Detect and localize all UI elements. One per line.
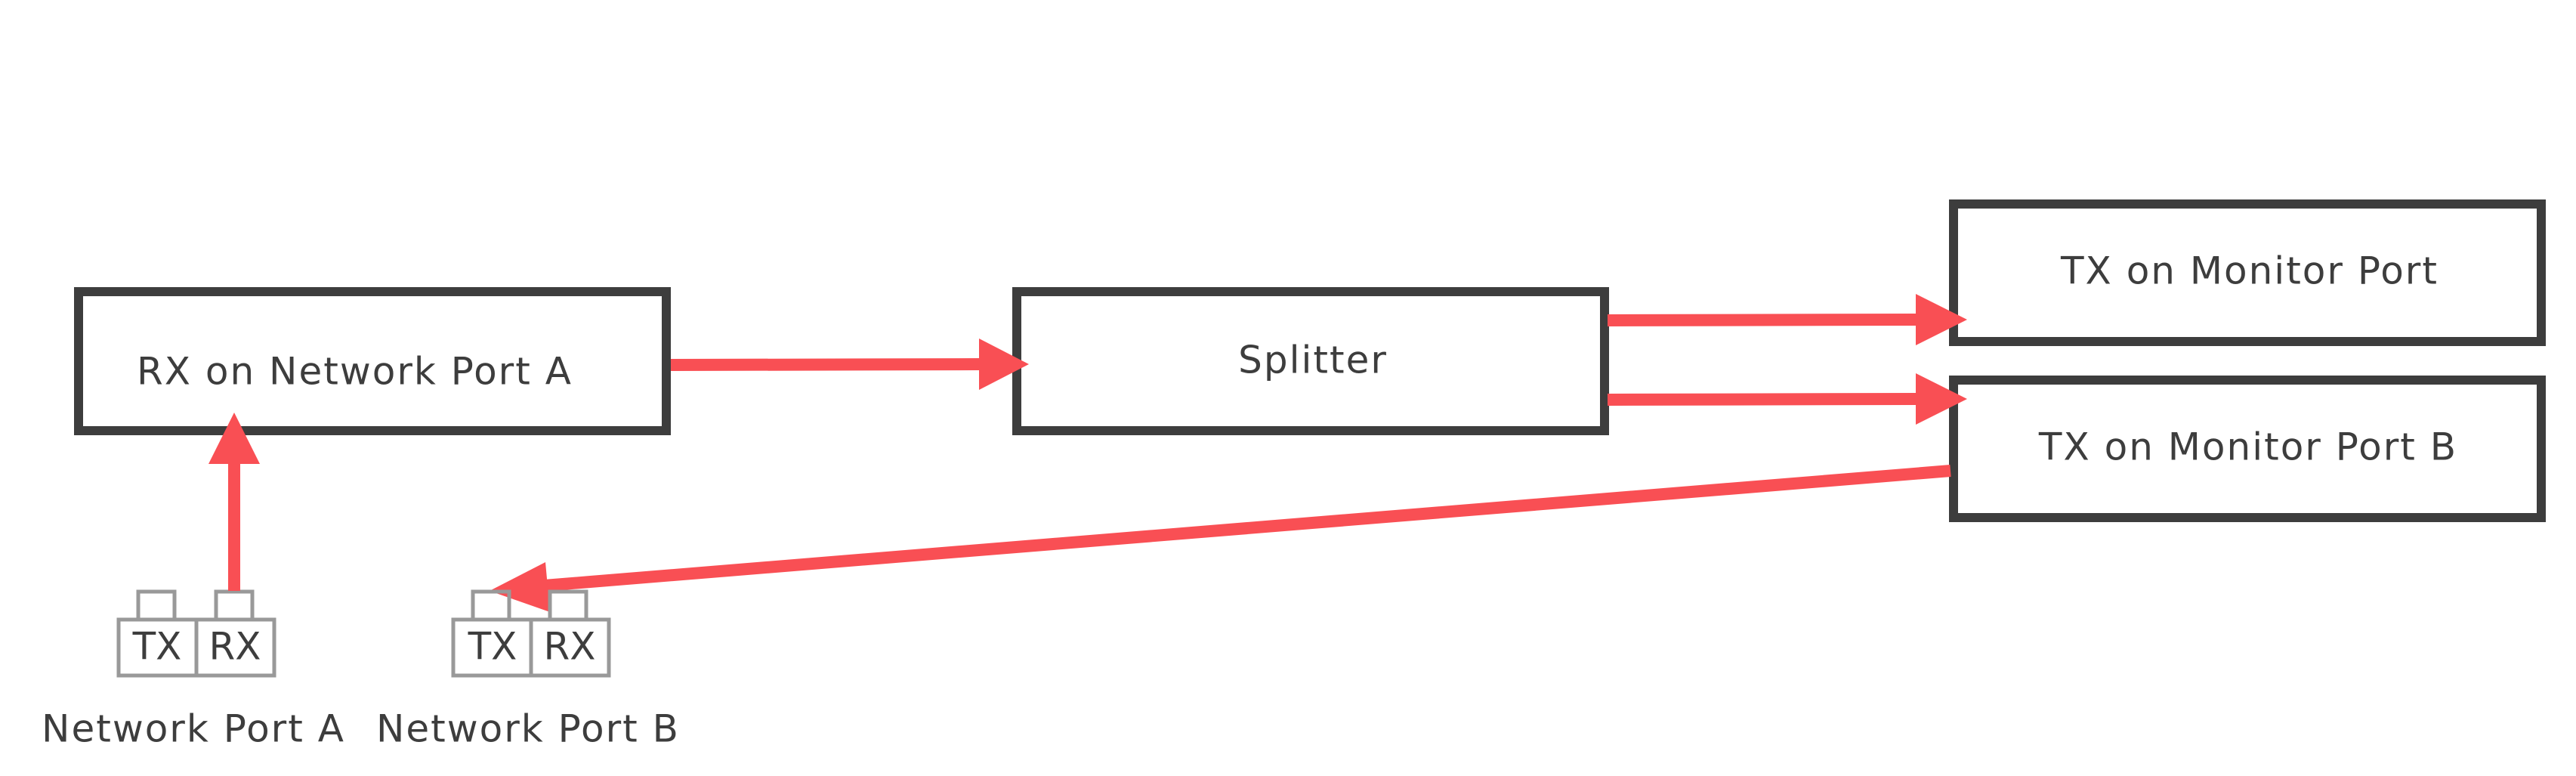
network-port-a: TX RX Network Port A — [42, 589, 345, 751]
arrow-splitter-to-tx-monitor-port-b — [1607, 373, 1967, 425]
network-port-b-rx-socket — [529, 617, 611, 678]
network-port-a-tx-label: TX — [132, 625, 182, 669]
box-splitter: Splitter — [1012, 287, 1609, 435]
arrow-splitter-to-tx-monitor-port — [1607, 294, 1967, 345]
box-rx-network-port-a-frame — [74, 287, 671, 435]
arrow-rx-to-splitter — [670, 339, 1029, 390]
box-tx-monitor-port-b: TX on Monitor Port B — [1949, 376, 2546, 522]
box-tx-monitor-port-frame — [1949, 199, 2546, 346]
network-port-b-rx-label: RX — [544, 625, 596, 669]
arrow-tx-monitor-port-b-to-network-port-b — [490, 465, 1951, 612]
network-port-b-tx-label: TX — [468, 625, 517, 669]
network-port-a-rx-label: RX — [209, 625, 261, 669]
arrow-network-port-a-to-rx — [208, 413, 260, 591]
network-port-b: TX RX Network Port B — [376, 589, 680, 751]
box-tx-monitor-port-label: TX on Monitor Port — [2060, 249, 2439, 293]
network-port-a-rx-latch — [214, 589, 255, 622]
box-splitter-label: Splitter — [1238, 339, 1388, 382]
network-port-a-caption: Network Port A — [42, 707, 345, 751]
network-port-b-caption: Network Port B — [376, 707, 680, 751]
box-tx-monitor-port: TX on Monitor Port — [1949, 199, 2546, 346]
network-port-a-rx-socket — [194, 617, 276, 678]
box-tx-monitor-port-b-frame — [1949, 376, 2546, 522]
network-port-a-tx-latch — [136, 589, 177, 622]
network-port-b-rx-latch — [548, 589, 588, 622]
box-rx-network-port-a-label: RX on Network Port A — [137, 350, 573, 394]
box-rx-network-port-a: RX on Network Port A — [74, 287, 671, 435]
box-tx-monitor-port-b-label: TX on Monitor Port B — [2038, 425, 2457, 469]
